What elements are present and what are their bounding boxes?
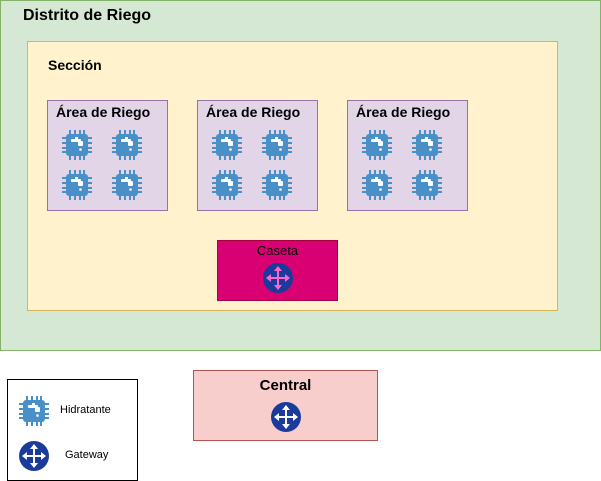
hydrant-icon (111, 169, 143, 201)
area-title: Área de Riego (206, 104, 301, 120)
central-box: Central (193, 370, 378, 441)
hydrant-icon (61, 169, 93, 201)
hydrant-icon (361, 129, 393, 161)
hydrant-icon (261, 169, 293, 201)
area-title: Área de Riego (356, 104, 451, 120)
central-title: Central (259, 377, 312, 394)
hydrant-icon (211, 169, 243, 201)
gateway-icon (19, 441, 49, 471)
hydrant-icon (18, 395, 50, 427)
legend-label-hidratante: Hidratante (60, 404, 111, 416)
caseta-box: Caseta (217, 240, 338, 301)
hydrant-icon (61, 129, 93, 161)
hydrant-icon (411, 129, 443, 161)
gateway-icon (263, 263, 293, 293)
hydrant-icon (261, 129, 293, 161)
gateway-icon (271, 402, 301, 432)
legend: Hidratante Gateway (7, 379, 138, 481)
seccion-title: Sección (48, 57, 102, 73)
legend-label-gateway: Gateway (65, 449, 109, 461)
distrito-title: Distrito de Riego (23, 7, 152, 24)
hydrant-icon (411, 169, 443, 201)
caseta-title: Caseta (256, 243, 299, 258)
hydrant-icon (211, 129, 243, 161)
hydrant-icon (111, 129, 143, 161)
area-title: Área de Riego (56, 104, 151, 120)
hydrant-icon (361, 169, 393, 201)
